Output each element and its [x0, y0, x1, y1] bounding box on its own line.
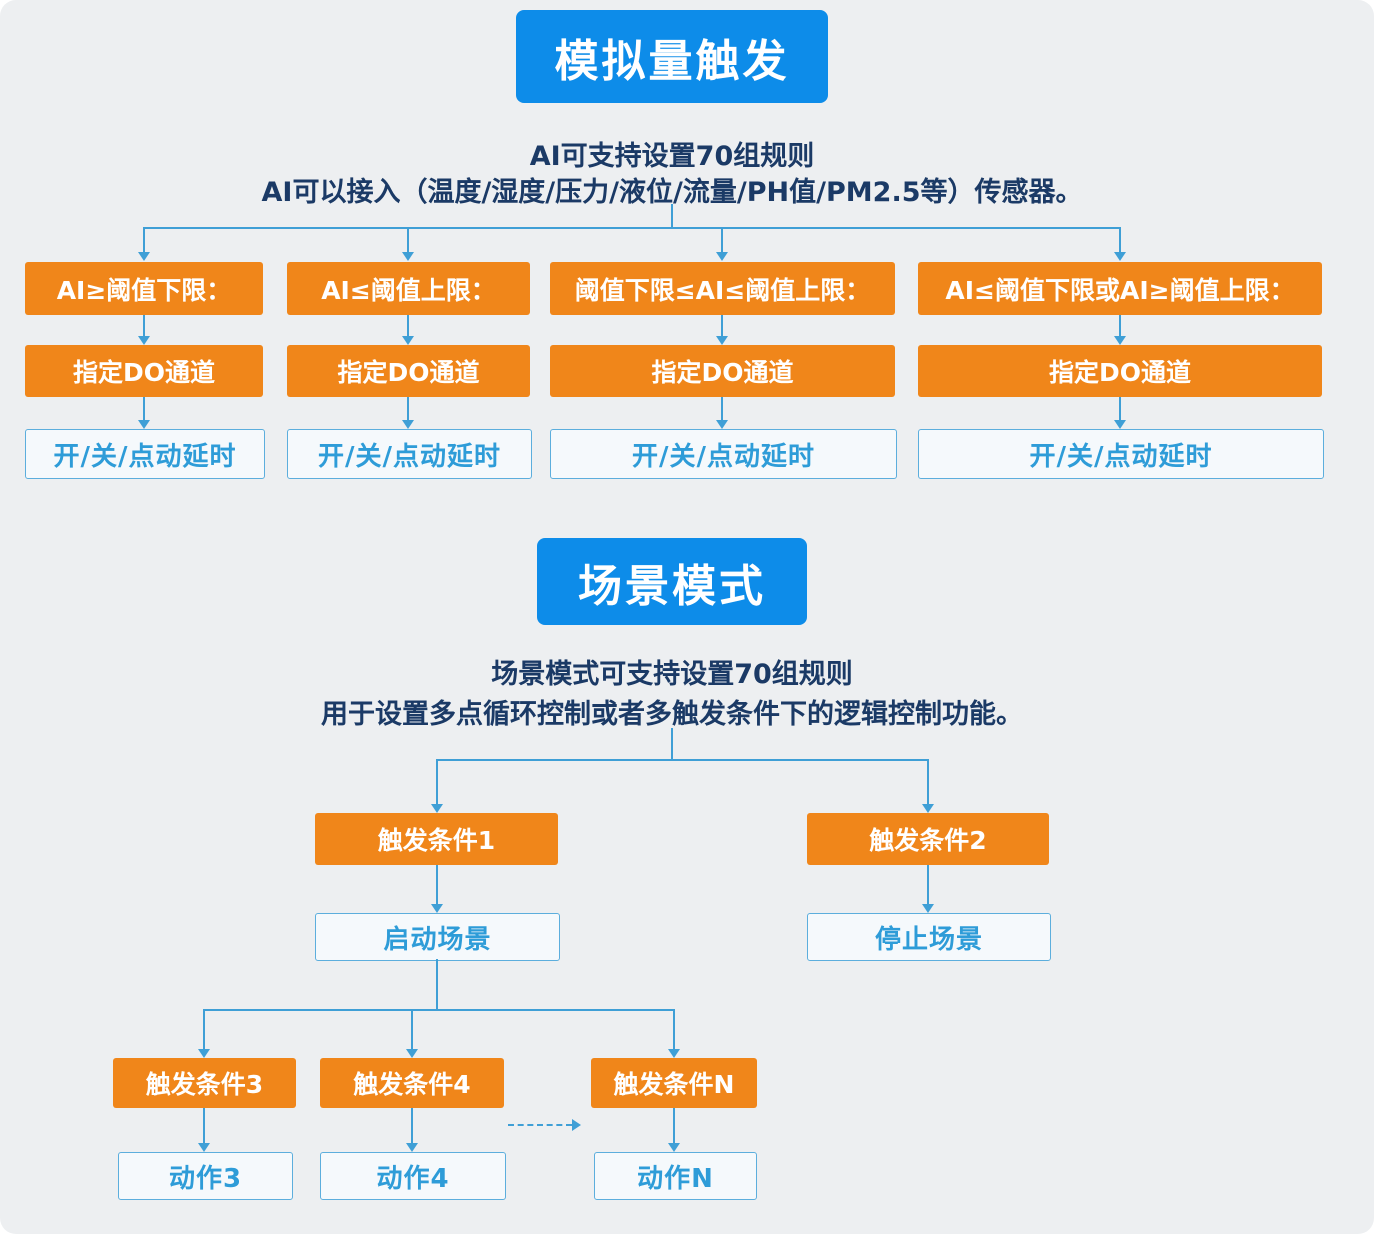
arrow-down-icon: [138, 420, 150, 429]
connector-line: [1119, 397, 1121, 420]
connector-line: [721, 397, 723, 420]
arrow-down-icon: [406, 1143, 418, 1152]
scene-action-box: 启动场景: [315, 913, 560, 961]
connector-line: [204, 1009, 675, 1011]
arrow-down-icon: [668, 1049, 680, 1058]
connector-line: [407, 397, 409, 420]
connector-line: [927, 865, 929, 905]
arrow-down-icon: [1114, 420, 1126, 429]
arrow-down-icon: [406, 1049, 418, 1058]
connector-line: [203, 1108, 205, 1143]
connector-line: [673, 1009, 675, 1050]
connector-line: [1119, 315, 1121, 336]
ellipsis-dashed-line: [508, 1124, 572, 1126]
connector-line: [436, 759, 929, 761]
action-box: 开/关/点动延时: [550, 429, 897, 479]
trigger-box: 触发条件N: [591, 1058, 757, 1108]
trigger-box: 触发条件3: [113, 1058, 296, 1108]
connector-line: [203, 1009, 205, 1050]
connector-line: [143, 227, 145, 253]
arrow-down-icon: [431, 904, 443, 913]
scene-action-box: 停止场景: [807, 913, 1051, 961]
arrow-down-icon: [1114, 252, 1126, 261]
connector-line: [143, 227, 1121, 229]
trigger-box: 触发条件4: [320, 1058, 504, 1108]
section1-subtitle-line2: AI可以接入（温度/湿度/压力/液位/流量/PH值/PM2.5等）传感器。: [261, 177, 1083, 208]
arrow-down-icon: [716, 252, 728, 261]
connector-line: [436, 959, 438, 1010]
connector-line: [411, 1108, 413, 1143]
arrow-down-icon: [138, 252, 150, 261]
arrow-down-icon: [402, 420, 414, 429]
connector-line: [436, 759, 438, 805]
sub-action-box: 动作4: [320, 1152, 506, 1200]
action-box: 开/关/点动延时: [25, 429, 265, 479]
arrow-down-icon: [138, 336, 150, 345]
trigger-box: 触发条件2: [807, 813, 1049, 865]
connector-line: [407, 315, 409, 336]
condition-box: AI≥阈值下限：: [25, 262, 263, 315]
condition-box: 阈值下限≤AI≤阈值上限：: [550, 262, 895, 315]
arrow-down-icon: [1114, 336, 1126, 345]
connector-line: [436, 865, 438, 905]
arrow-down-icon: [402, 336, 414, 345]
connector-line: [673, 1108, 675, 1143]
section2-title-banner: 场景模式: [537, 538, 807, 625]
arrow-down-icon: [431, 804, 443, 813]
arrow-down-icon: [198, 1143, 210, 1152]
connector-line: [671, 728, 673, 760]
sub-action-box: 动作3: [118, 1152, 293, 1200]
arrow-down-icon: [922, 904, 934, 913]
condition-box: AI≤阈值下限或AI≥阈值上限：: [918, 262, 1322, 315]
connector-line: [143, 315, 145, 336]
connector-line: [1119, 227, 1121, 253]
section1-subtitle-line1: AI可支持设置70组规则: [529, 141, 815, 172]
connector-line: [671, 204, 673, 228]
arrow-down-icon: [668, 1143, 680, 1152]
arrow-down-icon: [922, 804, 934, 813]
arrow-down-icon: [402, 252, 414, 261]
action-box: 开/关/点动延时: [918, 429, 1324, 479]
sub-action-box: 动作N: [594, 1152, 757, 1200]
arrow-down-icon: [198, 1049, 210, 1058]
section2-subtitle-line1: 场景模式可支持设置70组规则: [491, 659, 853, 690]
do-channel-box: 指定DO通道: [550, 345, 895, 397]
trigger-box: 触发条件1: [315, 813, 558, 865]
arrow-down-icon: [716, 420, 728, 429]
action-box: 开/关/点动延时: [287, 429, 532, 479]
arrow-down-icon: [716, 336, 728, 345]
connector-line: [721, 315, 723, 336]
do-channel-box: 指定DO通道: [918, 345, 1322, 397]
connector-line: [411, 1009, 413, 1050]
connector-line: [143, 397, 145, 420]
connector-line: [407, 227, 409, 253]
connector-line: [927, 759, 929, 805]
do-channel-box: 指定DO通道: [287, 345, 530, 397]
condition-box: AI≤阈值上限：: [287, 262, 530, 315]
connector-line: [721, 227, 723, 253]
do-channel-box: 指定DO通道: [25, 345, 263, 397]
section1-title-banner: 模拟量触发: [516, 10, 828, 103]
section2-subtitle-line2: 用于设置多点循环控制或者多触发条件下的逻辑控制功能。: [321, 699, 1023, 730]
arrow-right-icon: [572, 1119, 581, 1131]
